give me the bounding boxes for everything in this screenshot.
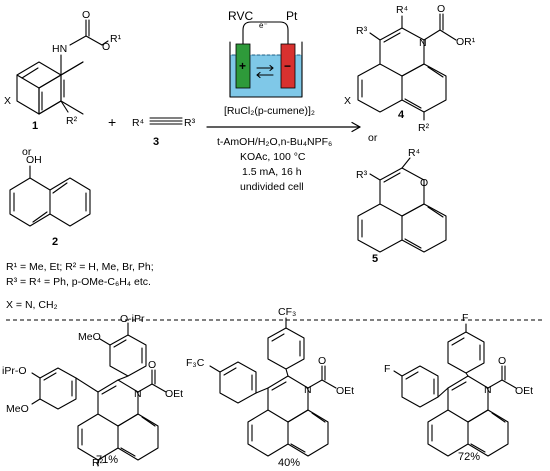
example-3-oet: OEt <box>515 385 533 397</box>
reactant-1-r2: R² <box>66 115 78 127</box>
reactant-1-carbonyl-o: O <box>82 9 90 21</box>
condition-current-time: 1.5 mA, 16 h <box>242 166 302 178</box>
compound-4-number: 4 <box>398 109 405 121</box>
alkyne-r4: R⁴ <box>132 117 144 129</box>
example-1-yield-label: 71% <box>96 454 119 466</box>
example-1-carbonyl-o: O <box>148 359 156 371</box>
example-2-n: N <box>304 384 312 396</box>
reactant-1-hn: HN <box>52 43 67 55</box>
example-3-substituent-top: F <box>462 312 468 324</box>
alkyne-triple-bond <box>149 117 183 125</box>
reactant-1-structure <box>16 19 109 115</box>
condition-solvent: t-AmOH/H₂O,n-Bu₄NPF₆ <box>217 136 332 148</box>
example-2-substituent-top: CF₃ <box>278 306 296 318</box>
example-1-oet: OEt <box>165 388 183 400</box>
cathode-electrode <box>280 43 296 89</box>
product-4-structure <box>357 13 457 121</box>
condition-base-temp: KOAc, 100 °C <box>240 151 306 163</box>
product-5-r3: R³ <box>356 169 368 181</box>
example-1-r2: R² <box>92 457 104 469</box>
compound-3-number: 3 <box>153 136 159 148</box>
example-1-methoxy-left: MeO <box>6 403 29 415</box>
product-5-structure <box>357 157 447 253</box>
scope-note-r3-r4: R³ = R⁴ = Ph, p-OMe-C₆H₄ etc. <box>6 276 151 288</box>
reactant-1-ester-o: O <box>102 41 110 53</box>
example-1-substituent-top: O-iPr <box>120 313 145 325</box>
example-1-methoxy-top: MeO <box>78 331 101 343</box>
compound-2-number: 2 <box>52 236 58 248</box>
example-3-substituent-left: F <box>384 363 390 375</box>
reactant-or: or <box>22 146 32 158</box>
example-1-structure <box>31 322 167 467</box>
example-3-yield: 72% <box>458 451 480 463</box>
condition-catalyst: [RuCl₂(p-cumene)]₂ <box>224 105 315 117</box>
example-3-structure <box>393 323 517 457</box>
electron-label: e⁻ <box>259 21 268 30</box>
example-2-structure <box>209 317 337 457</box>
scope-note-r1-r2: R¹ = Me, Et; R² = H, Me, Br, Ph; <box>6 261 154 273</box>
example-1-n: N <box>134 388 142 400</box>
scope-note-x: X = N, CH₂ <box>6 299 58 311</box>
product-4-r2: R² <box>418 122 430 134</box>
cathode-sign: − <box>284 59 291 73</box>
product-4-x: X <box>344 95 351 107</box>
product-4-or1: OR¹ <box>456 36 476 48</box>
compound-5-number: 5 <box>372 253 378 265</box>
product-4-n: N <box>419 37 427 49</box>
external-wire <box>242 21 289 46</box>
example-1-substituent-left: iPr-O <box>2 365 27 377</box>
cell-beaker <box>229 41 303 98</box>
example-3-n: N <box>484 384 492 396</box>
example-2-substituent-left: F₃C <box>186 357 205 369</box>
product-4-carbonyl-o: O <box>437 3 445 15</box>
compound-1-number: 1 <box>32 120 38 132</box>
condition-cell: undivided cell <box>240 181 304 193</box>
product-4-r3: R³ <box>356 25 368 37</box>
reactant-2-oh: OH <box>26 154 42 166</box>
plus-sign: + <box>108 114 116 130</box>
product-4-r4: R⁴ <box>396 4 408 16</box>
product-or: or <box>368 132 378 144</box>
cathode-label: Pt <box>286 9 298 23</box>
example-2-carbonyl-o: O <box>318 355 326 367</box>
alkyne-r3: R³ <box>184 117 196 129</box>
anode-label: RVC <box>228 9 253 23</box>
example-2-oet: OEt <box>336 385 354 397</box>
anode-sign: + <box>239 59 246 73</box>
reactant-1-r1: R¹ <box>110 33 122 45</box>
reactant-2-structure <box>9 165 91 227</box>
reactant-1-x: X <box>4 95 11 107</box>
anode-electrode <box>235 43 251 89</box>
example-2-yield: 40% <box>278 457 300 469</box>
electrochemical-cell-icon: RVC Pt e⁻ + − <box>228 9 303 98</box>
product-5-r4: R⁴ <box>408 147 420 159</box>
product-5-o: O <box>420 177 428 189</box>
example-3-carbonyl-o: O <box>498 355 506 367</box>
